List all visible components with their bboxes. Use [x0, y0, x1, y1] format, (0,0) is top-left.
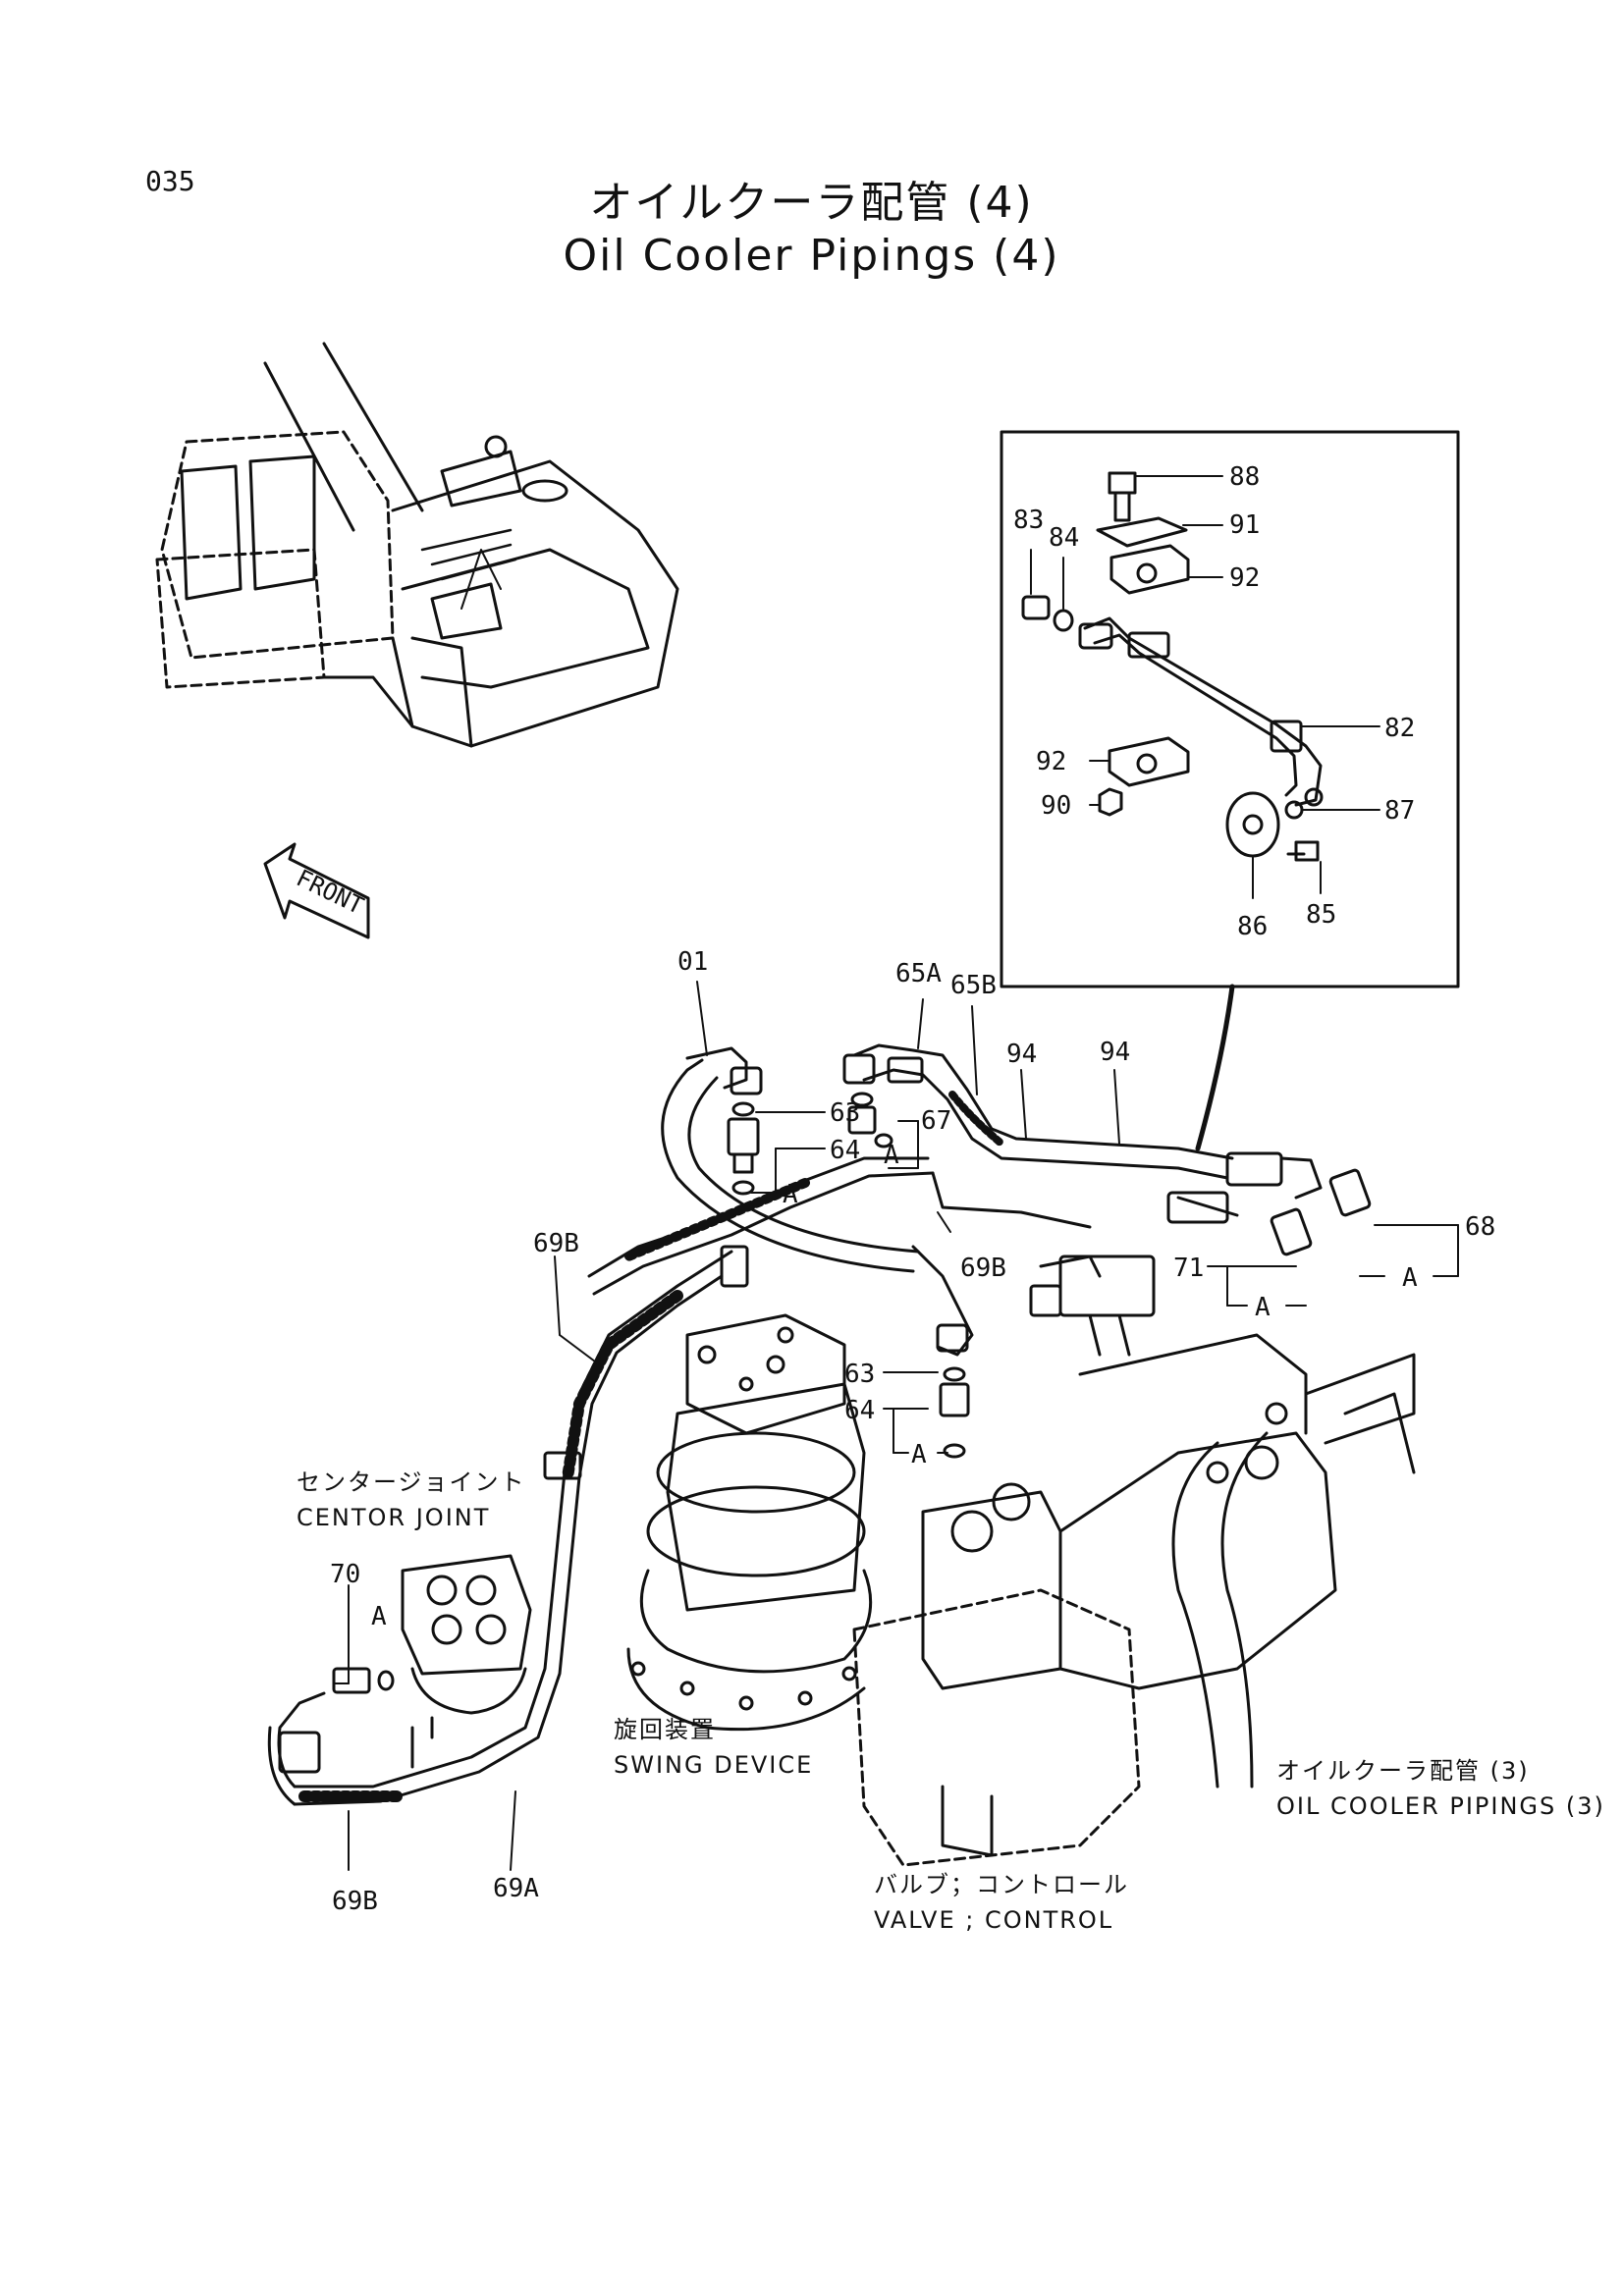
callout-a-2: A [884, 1141, 899, 1170]
callout-01: 01 [677, 947, 708, 977]
callout-92-lower: 92 [1036, 747, 1066, 776]
callout-64-upper: 64 [830, 1136, 860, 1165]
callout-69b-bottom: 69B [332, 1887, 378, 1916]
callout-65a: 65A [895, 959, 942, 988]
hose-65a-65b [842, 1043, 1372, 1256]
callout-64-lower: 64 [844, 1396, 875, 1425]
callout-85: 85 [1306, 900, 1336, 930]
fittings-63-64-lower [939, 1366, 970, 1459]
callout-86: 86 [1237, 912, 1268, 941]
page-number: 035 [145, 165, 195, 197]
callout-a-3: A [1402, 1263, 1418, 1293]
main-leader-lines [333, 981, 1459, 1871]
callout-a-4: A [1255, 1293, 1271, 1322]
control-valve-illustration [852, 1255, 1416, 1867]
callout-87: 87 [1384, 796, 1415, 826]
valve-label-jp: バルブ；コントロール [874, 1871, 1129, 1898]
swing-device-label-en: SWING DEVICE [614, 1751, 813, 1779]
callout-68: 68 [1465, 1212, 1495, 1242]
callout-63-lower: 63 [844, 1360, 875, 1389]
callout-a-5: A [911, 1440, 927, 1469]
hose-01 [661, 1046, 974, 1357]
callout-70: 70 [330, 1560, 360, 1589]
callout-90: 90 [1041, 791, 1071, 821]
center-joint-label-jp: センタージョイント [297, 1468, 526, 1496]
oil-cooler-label-en: OIL COOLER PIPINGS (3) [1276, 1792, 1605, 1820]
front-direction-arrow [263, 842, 370, 939]
callout-69b-upper: 69B [960, 1254, 1006, 1283]
callout-71: 71 [1173, 1254, 1204, 1283]
oil-cooler-label-jp: オイルクーラ配管 (3) [1276, 1757, 1530, 1785]
callout-91: 91 [1229, 510, 1260, 540]
callout-92-upper: 92 [1229, 563, 1260, 593]
fittings-63-64-upper [727, 1092, 893, 1196]
callout-63-upper: 63 [830, 1098, 860, 1128]
excavator-overview-illustration [155, 342, 679, 748]
title-japanese: オイルクーラ配管 (4) [589, 178, 1034, 228]
valve-label-en: VALVE ; CONTROL [874, 1906, 1113, 1934]
center-joint-illustration [332, 1554, 532, 1769]
swing-device-illustration [626, 1313, 873, 1732]
callout-83: 83 [1013, 506, 1044, 535]
callout-84: 84 [1049, 523, 1079, 553]
center-joint-label-en: CENTOR JOINT [297, 1504, 490, 1531]
callout-65b: 65B [950, 971, 997, 1000]
callout-94-left: 94 [1006, 1040, 1037, 1069]
callout-a-1: A [783, 1180, 798, 1209]
callout-82: 82 [1384, 714, 1415, 743]
callout-a-6: A [371, 1602, 387, 1631]
callout-69a: 69A [493, 1874, 539, 1903]
swing-device-label-jp: 旋回装置 [614, 1716, 716, 1743]
callout-94-right: 94 [1100, 1038, 1130, 1067]
callout-67: 67 [921, 1106, 951, 1136]
title-english: Oil Cooler Pipings (4) [563, 231, 1060, 281]
hose-69b [267, 1156, 1239, 1806]
callout-88: 88 [1229, 462, 1260, 492]
detail-inset-parts [1021, 471, 1324, 1151]
inset-leader-lines [1030, 475, 1380, 899]
callout-69b-left: 69B [533, 1229, 579, 1258]
